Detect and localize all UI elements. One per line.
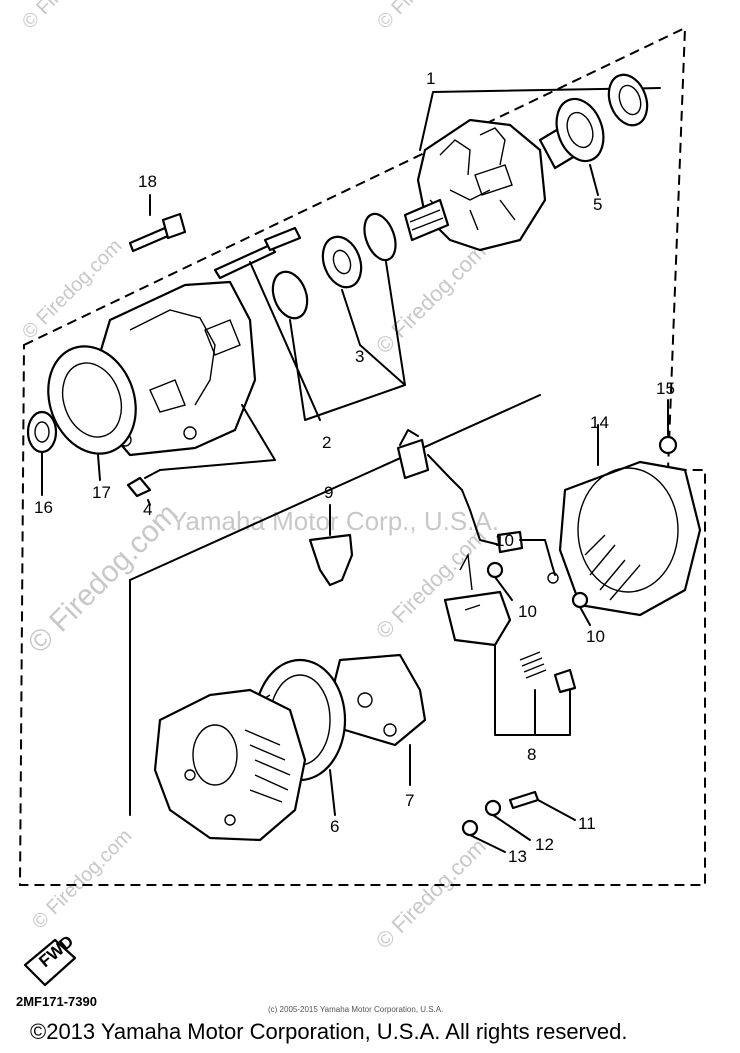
callout-12: 12 xyxy=(535,835,554,854)
callout-11: 11 xyxy=(578,814,596,833)
callout-4: 4 xyxy=(143,500,152,519)
fasteners-11-12-13 xyxy=(461,790,576,853)
cover-part-17 xyxy=(47,345,137,481)
bearing-part-3 xyxy=(321,212,406,386)
small-copyright: (c) 2005-2015 Yamaha Motor Corporation, … xyxy=(268,1005,444,1014)
callout-13: 13 xyxy=(508,847,527,866)
watermark-owner: Yamaha Motor Corp., U.S.A. xyxy=(170,506,499,536)
part-code: 2MF171-7390 xyxy=(16,994,97,1009)
watermark-site: © Firedog.com xyxy=(371,834,491,954)
bearing-part-5 xyxy=(555,97,605,196)
brush-clip-part-9 xyxy=(308,504,354,587)
callout-1: 1 xyxy=(426,69,435,88)
seal-part-16 xyxy=(26,410,58,496)
bolt-part-18 xyxy=(128,194,187,253)
assembly-boundary xyxy=(18,26,706,886)
rear-cover xyxy=(153,688,307,842)
watermark-site: © Firedog.com xyxy=(18,0,127,34)
footer-copyright: ©2013 Yamaha Motor Corporation, U.S.A. A… xyxy=(30,1019,628,1044)
callout-10a: 10 xyxy=(518,602,537,621)
callout-16: 16 xyxy=(34,498,53,517)
nut-part-15 xyxy=(658,399,678,455)
callout-labels: 1 2 3 4 5 6 7 8 9 10 10 10 11 12 13 14 1… xyxy=(34,69,675,866)
callout-14: 14 xyxy=(590,413,609,432)
callout-10c: 10 xyxy=(495,531,514,550)
callout-17: 17 xyxy=(92,483,111,502)
callout-5: 5 xyxy=(593,195,602,214)
watermark-site: © Firedog.com xyxy=(22,497,185,660)
callout-18: 18 xyxy=(138,172,157,191)
forward-arrow: FWD xyxy=(23,932,77,987)
rectifier-part-7 xyxy=(328,653,427,786)
callout-9: 9 xyxy=(324,483,333,502)
screw-part-4 xyxy=(126,469,161,506)
callout-15: 15 xyxy=(656,379,675,398)
watermark-site: © Firedog.com xyxy=(373,0,482,34)
callout-7: 7 xyxy=(405,791,414,810)
subassembly-boundary xyxy=(129,394,541,816)
brush-springs-part-8 xyxy=(519,651,577,736)
callout-3: 3 xyxy=(355,347,364,366)
watermark-site: © Firedog.com xyxy=(28,825,137,934)
part-2-components xyxy=(213,226,406,421)
brush-holder xyxy=(443,552,571,736)
rear-housing-part-14 xyxy=(558,424,702,617)
callout-8: 8 xyxy=(527,745,536,764)
callout-6: 6 xyxy=(330,817,339,836)
callout-10b: 10 xyxy=(586,627,605,646)
cover-ring xyxy=(607,73,649,127)
screws-part-10 xyxy=(486,561,591,626)
callout-2: 2 xyxy=(322,433,331,452)
callout-leader xyxy=(419,87,661,151)
wiring-harness xyxy=(396,429,559,584)
